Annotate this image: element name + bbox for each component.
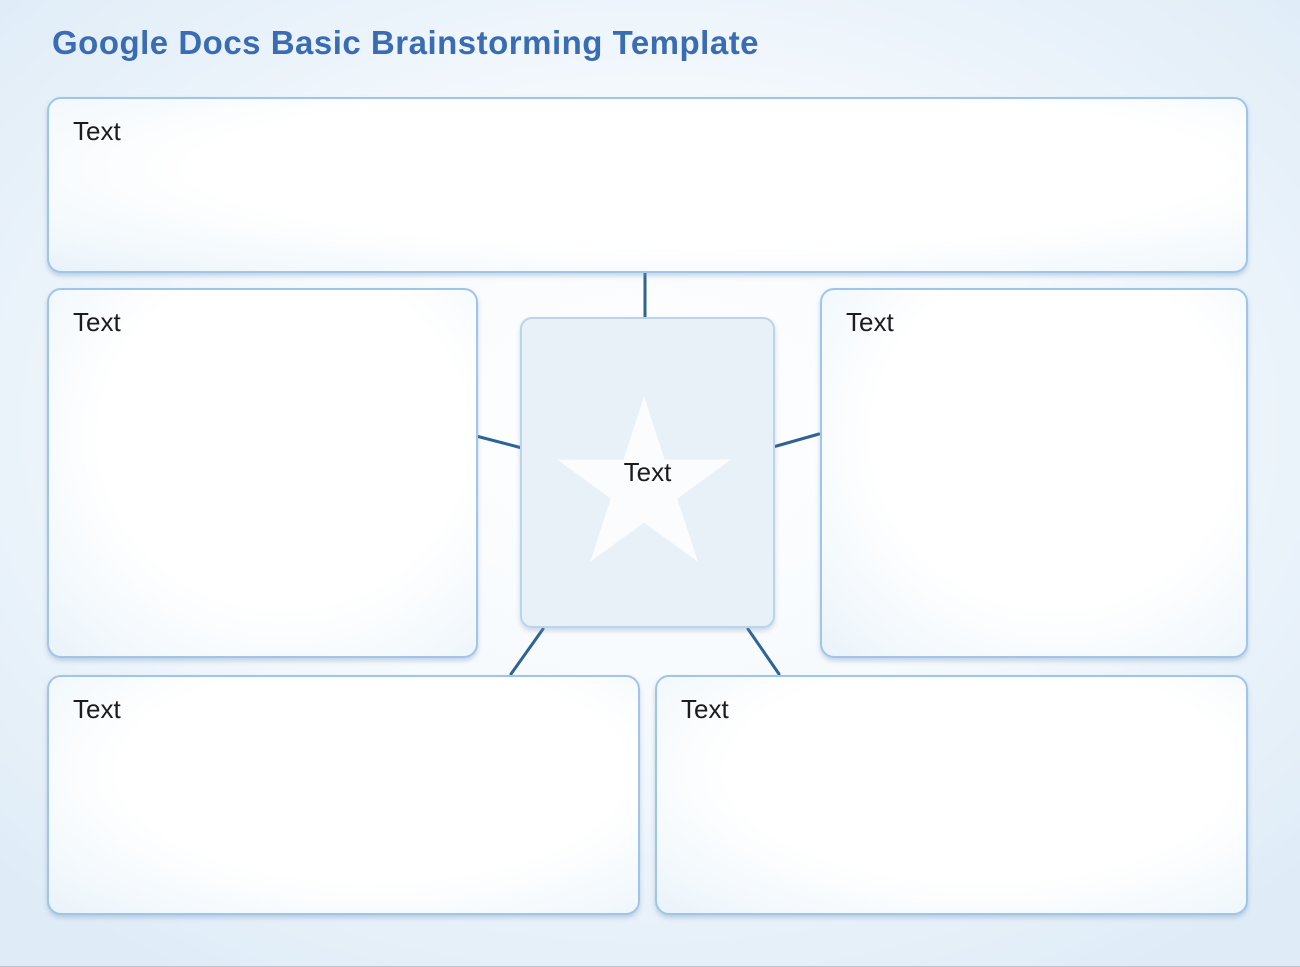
brainstorm-box-left-label[interactable]: Text	[73, 307, 121, 337]
brainstorm-box-bottom-right[interactable]: Text	[655, 675, 1248, 915]
star-icon	[557, 396, 732, 562]
brainstorm-box-right[interactable]: Text	[820, 288, 1248, 658]
brainstorm-box-left[interactable]: Text	[47, 288, 478, 658]
connector-left	[474, 434, 524, 450]
page-title: Google Docs Basic Brainstorming Template	[52, 24, 760, 61]
brainstorm-box-right-label[interactable]: Text	[846, 307, 894, 337]
brainstorm-box-bottom-left[interactable]: Text	[47, 675, 640, 915]
center-topic-box[interactable]: Text	[520, 317, 775, 628]
center-topic-label[interactable]: Text	[623, 457, 672, 487]
brainstorm-box-bottom-left-label[interactable]: Text	[73, 694, 121, 724]
brainstorm-box-top[interactable]: Text	[47, 97, 1248, 273]
connector-bottom-left	[509, 627, 545, 676]
brainstorm-box-top-label[interactable]: Text	[73, 116, 121, 146]
connector-right	[771, 432, 821, 449]
brainstorm-box-bottom-right-label[interactable]: Text	[681, 694, 729, 724]
connector-bottom-right	[746, 627, 781, 676]
